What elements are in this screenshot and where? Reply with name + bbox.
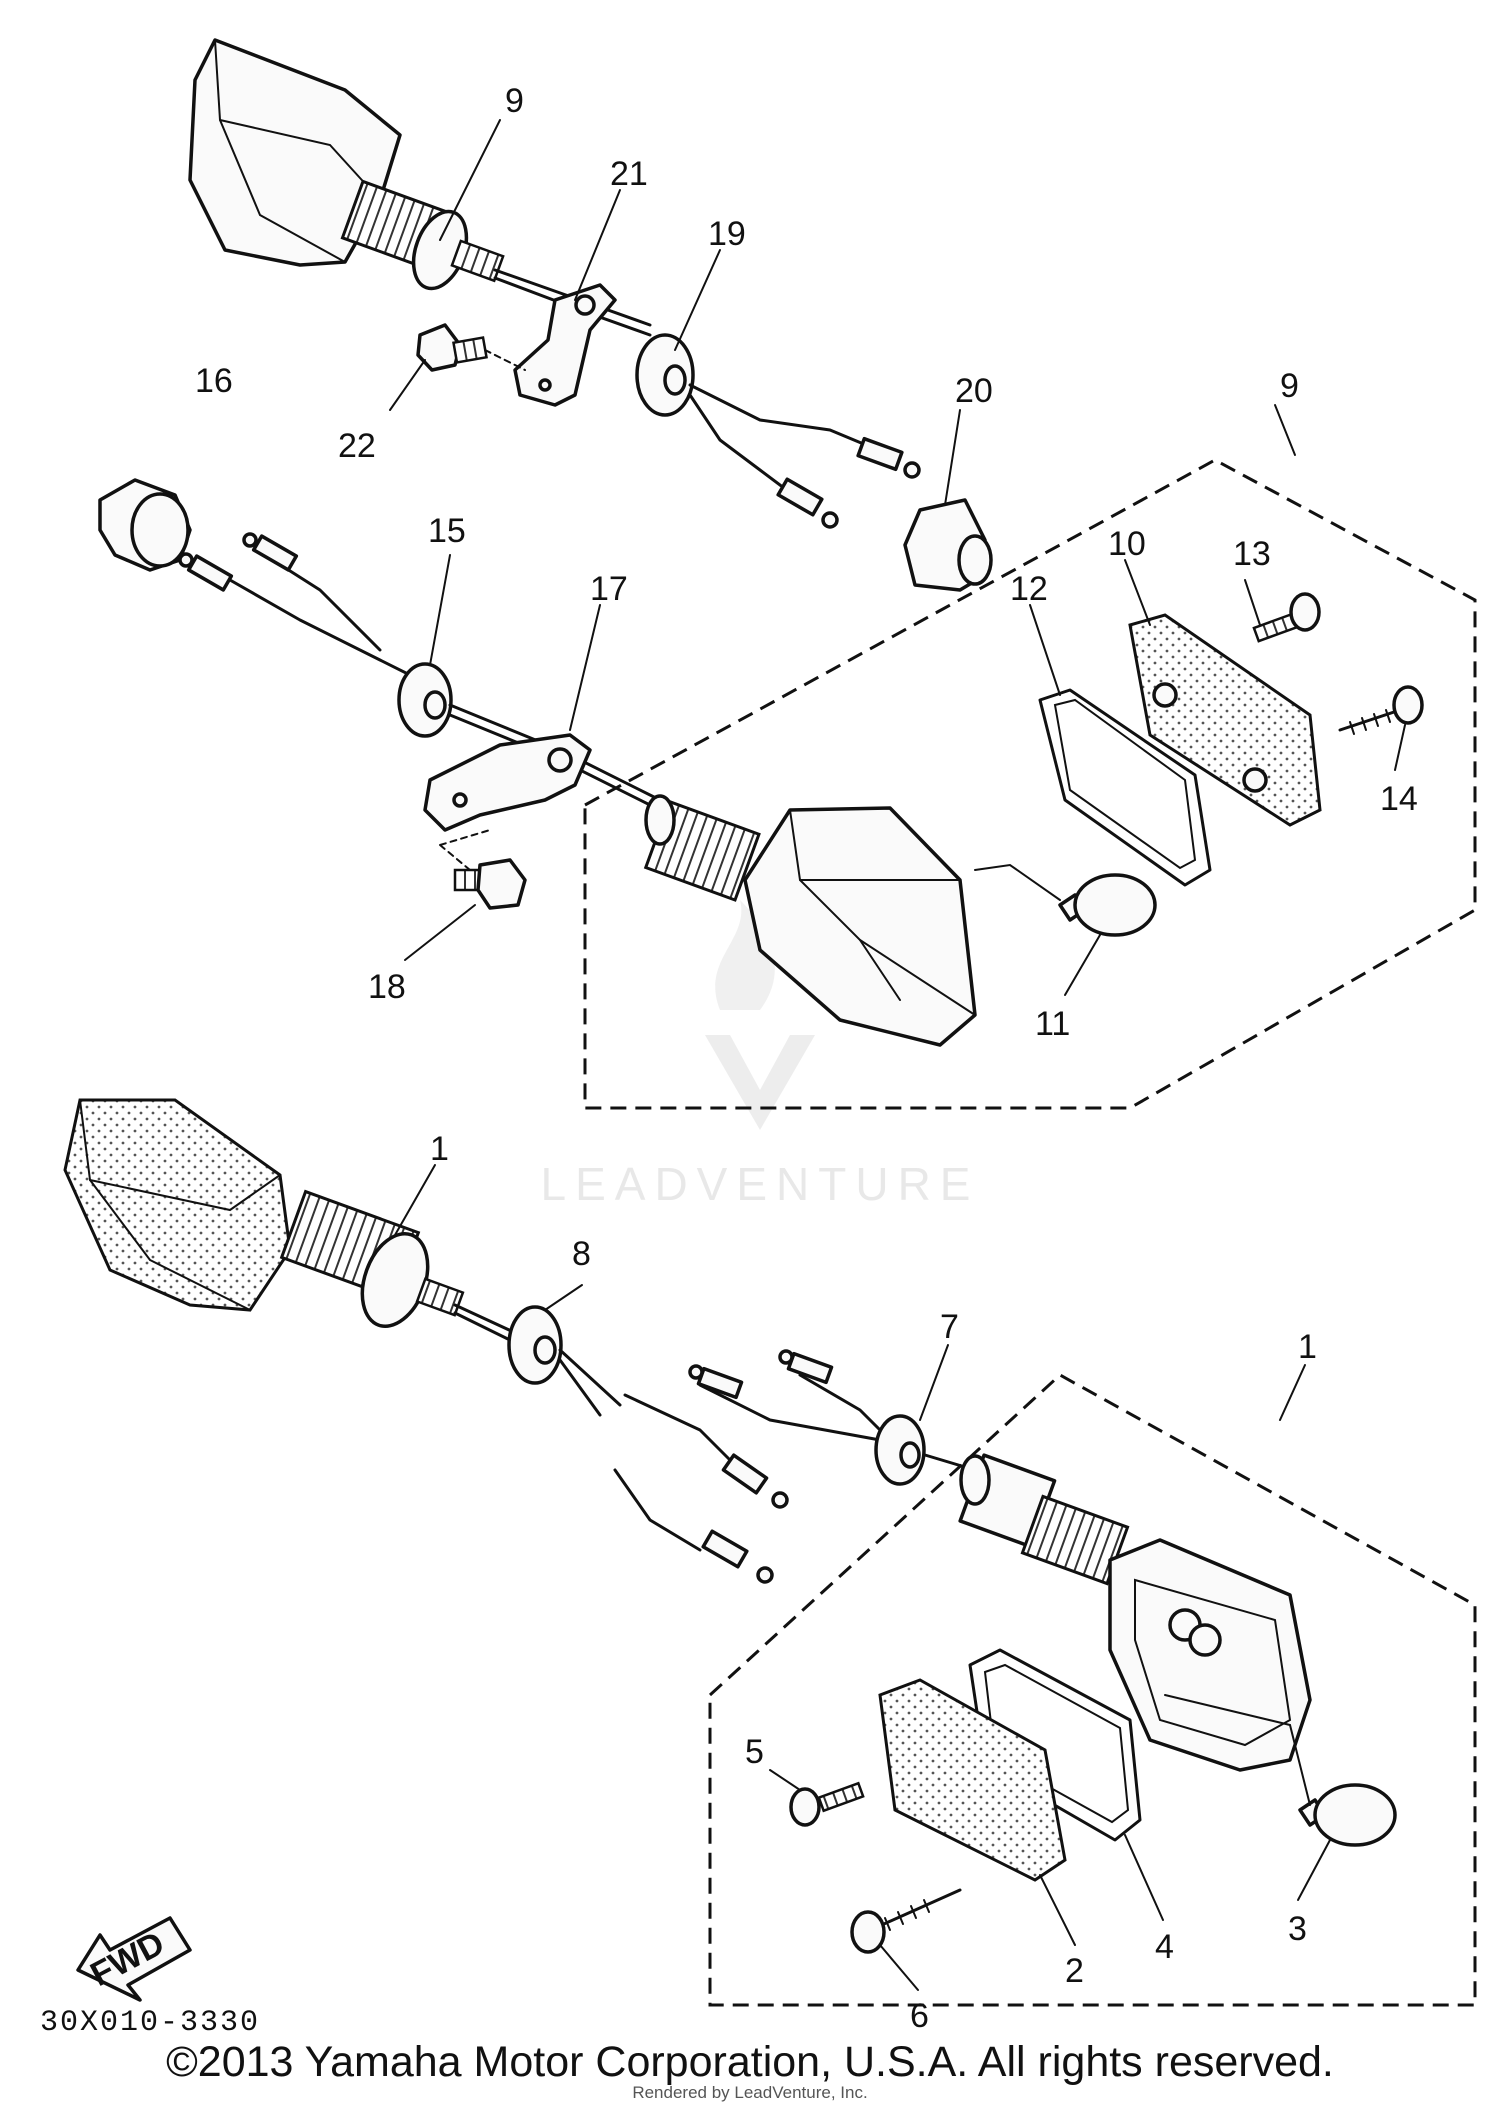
grommet-8 xyxy=(507,1305,563,1385)
rendered-by-note: Rendered by LeadVenture, Inc. xyxy=(632,2083,868,2102)
watermark-text: LEADVENTURE xyxy=(541,1158,980,1210)
turn-signal-1-right xyxy=(958,1453,1312,1772)
grommet-7 xyxy=(874,1414,926,1486)
callout-9-upper: 9 xyxy=(505,82,524,120)
screw-5 xyxy=(789,1781,865,1827)
callout-10: 10 xyxy=(1108,525,1146,563)
callout-21: 21 xyxy=(610,155,648,193)
assembly-9-boundary xyxy=(583,458,1477,1110)
callout-16: 16 xyxy=(195,362,233,400)
exploded-parts-diagram: LEADVENTURE xyxy=(40,38,1477,2040)
callout-22: 22 xyxy=(338,427,376,465)
grommet-16 xyxy=(98,478,192,572)
copyright-notice: ©2013 Yamaha Motor Corporation, U.S.A. A… xyxy=(166,2038,1334,2086)
callout-6: 6 xyxy=(910,1997,929,2035)
callout-3: 3 xyxy=(1288,1910,1307,1948)
callout-20: 20 xyxy=(955,372,993,410)
screw-6 xyxy=(850,1888,962,1954)
assembly-1-boundary xyxy=(708,1373,1477,2007)
lens-10 xyxy=(1128,613,1322,827)
diagram-code: 30X010-3330 xyxy=(40,2006,260,2040)
bolt-22 xyxy=(416,323,488,372)
callout-12: 12 xyxy=(1010,570,1048,608)
callout-1-right: 1 xyxy=(1298,1328,1317,1366)
bulb-3 xyxy=(1298,1783,1397,1847)
grommet-19 xyxy=(635,333,695,417)
lens-2 xyxy=(878,1678,1067,1882)
callout-18: 18 xyxy=(368,968,406,1006)
gasket-12 xyxy=(1038,688,1212,887)
stay-17 xyxy=(423,733,592,832)
turn-signal-9-upper xyxy=(188,38,505,291)
grommet-20 xyxy=(903,498,993,592)
screw-13 xyxy=(1252,592,1321,643)
callout-15: 15 xyxy=(428,512,466,550)
callout-14: 14 xyxy=(1380,780,1418,818)
leadventure-watermark: LEADVENTURE xyxy=(541,900,980,1210)
leader-lines xyxy=(389,119,1406,1991)
callout-9-lower: 9 xyxy=(1280,367,1299,405)
screw-14 xyxy=(1338,685,1424,735)
callout-11: 11 xyxy=(1035,1005,1070,1043)
callout-13: 13 xyxy=(1233,535,1271,573)
callout-17: 17 xyxy=(590,570,628,608)
callout-8: 8 xyxy=(572,1235,591,1273)
bulb-11 xyxy=(1058,873,1157,937)
callout-19: 19 xyxy=(708,215,746,253)
grommet-15 xyxy=(397,662,453,738)
callout-4: 4 xyxy=(1155,1928,1174,1966)
bolt-18 xyxy=(453,858,527,910)
callout-labels: 9 21 19 16 22 20 9 15 17 10 13 12 14 18 … xyxy=(195,82,1418,2035)
stay-21 xyxy=(513,283,617,407)
forward-arrow-icon: FWD xyxy=(76,1916,192,2002)
turn-signal-9-lower xyxy=(643,794,977,1047)
callout-5: 5 xyxy=(745,1733,764,1771)
callout-1-left: 1 xyxy=(430,1130,449,1168)
callout-2: 2 xyxy=(1065,1952,1084,1990)
turn-signal-1-left xyxy=(63,1098,465,1329)
callout-7: 7 xyxy=(940,1308,959,1346)
